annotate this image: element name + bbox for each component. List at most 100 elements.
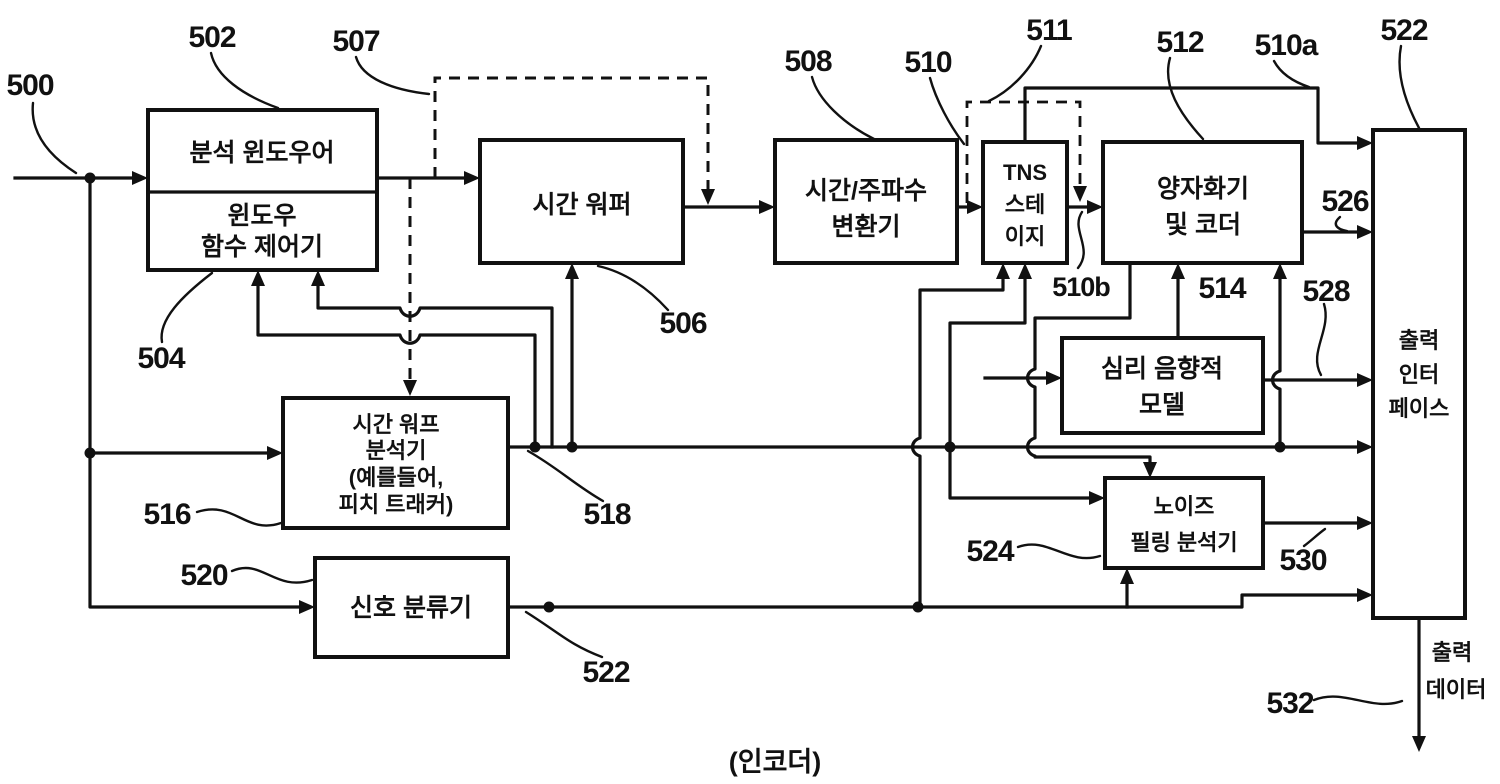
line-510a-bypass [1023,86,1361,145]
line-warpbus-to-tns [948,275,1027,449]
arrowhead [1357,225,1373,239]
leader-530 [1302,527,1327,548]
figure-caption: (인코더) [729,747,822,777]
block-noise-filling-analyzer [1103,476,1265,570]
line-warp-feedback-lower [256,282,537,449]
ref-label-502: 502 [188,21,235,54]
ref-label-500: 500 [6,69,53,102]
junction-dot [529,441,541,453]
arrowhead [403,380,417,396]
block-quantizer-coder [1101,140,1304,265]
ref-label-510b: 510b [1052,272,1110,302]
leader-507 [354,55,431,96]
block-label: 및 코더 [1165,211,1241,239]
block-label: TNS [1003,160,1047,185]
ref-label-510: 510 [904,46,951,79]
arrowhead [299,600,315,614]
leader-520 [230,566,314,584]
line-quantizer-to-noise [1025,261,1152,466]
block-label: 시간 워퍼 [533,191,632,219]
line-522-classifier-bus [506,593,1361,609]
arrowhead [1171,263,1185,279]
junction-dot [1274,441,1286,453]
ref-label-522-bottom: 522 [582,656,629,689]
arrowhead [311,270,325,286]
arrowhead [1357,440,1373,454]
arrowhead [1087,200,1103,214]
arrowhead [1357,136,1373,150]
block-time-warper [478,138,685,265]
junction-dot [543,601,555,613]
block-label: 모델 [1139,391,1185,419]
output-data-label: 출력 [1432,640,1472,665]
ref-label-532: 532 [1266,687,1313,720]
block-time-warp-analyzer [281,396,510,530]
leader-506 [596,264,670,312]
leader-510a [1272,59,1311,89]
block-time-frequency-converter [773,138,959,265]
leader-526 [1334,215,1349,233]
arrowhead [1018,263,1032,279]
leader-512 [1166,56,1205,141]
block-output-interface [1371,128,1467,620]
ref-label-512: 512 [1156,26,1203,59]
junction-dot [944,441,956,453]
ref-label-522-top: 522 [1380,14,1427,47]
block-label: 양자화기 [1157,175,1249,203]
ref-label-524: 524 [966,535,1014,568]
leader-532 [1312,695,1404,706]
leader-524 [1016,543,1102,560]
arrowhead [1357,373,1373,387]
leader-518 [526,449,605,503]
leader-500 [31,101,78,175]
arrowhead [1273,263,1287,279]
line-warpbus-to-quantizer [1270,275,1282,449]
arrowhead [565,263,579,279]
block-label: 함수 제어기 [201,233,323,261]
block-label: 스테 [1005,192,1045,217]
leader-508 [810,75,876,141]
line-warpbus-to-noise [948,445,1093,500]
ref-label-510a: 510a [1255,29,1319,62]
arrowhead [1412,736,1426,752]
block-label: 분석기 [366,438,427,463]
junction-dot [566,441,578,453]
ref-label-504: 504 [137,342,185,375]
arrowhead [464,171,480,185]
leader-511 [987,44,1043,103]
ref-label-506: 506 [659,307,706,340]
arrowhead [996,263,1010,279]
arrowhead [1046,371,1062,385]
leader-516 [195,508,283,527]
block-label: 노이즈 [1154,494,1215,519]
ref-label-530: 530 [1279,544,1326,577]
arrowhead [1357,516,1373,530]
ref-label-507: 507 [332,25,379,58]
leader-510 [928,76,966,146]
block-label: 신호 분류기 [350,594,472,622]
arrowhead [1143,462,1157,478]
junction-dot [912,601,924,613]
junction-dot [84,447,96,459]
ref-label-518: 518 [583,498,630,531]
block-label: 시간 워프 [352,412,439,437]
ref-label-526: 526 [1321,185,1368,218]
block-label: 시간/주파수 [805,177,927,205]
junction-dot [84,172,96,184]
block-analysis-windower [146,108,379,272]
arrowhead [251,270,265,286]
line-classifier-to-tns [910,275,1005,609]
ref-label-508: 508 [784,45,831,78]
block-label: (예를들어, [349,465,443,490]
block-label: 심리 음향적 [1101,355,1223,383]
block-label: 출력 [1399,328,1439,353]
arrowhead [701,189,715,205]
ref-label-516: 516 [143,498,190,531]
block-psychoacoustic-model [1060,336,1265,435]
arrowhead [1089,491,1105,505]
ref-label-511: 511 [1026,14,1072,47]
output-data-label: 데이터 [1426,677,1487,702]
arrowhead [759,200,775,214]
arrowhead [267,446,283,460]
